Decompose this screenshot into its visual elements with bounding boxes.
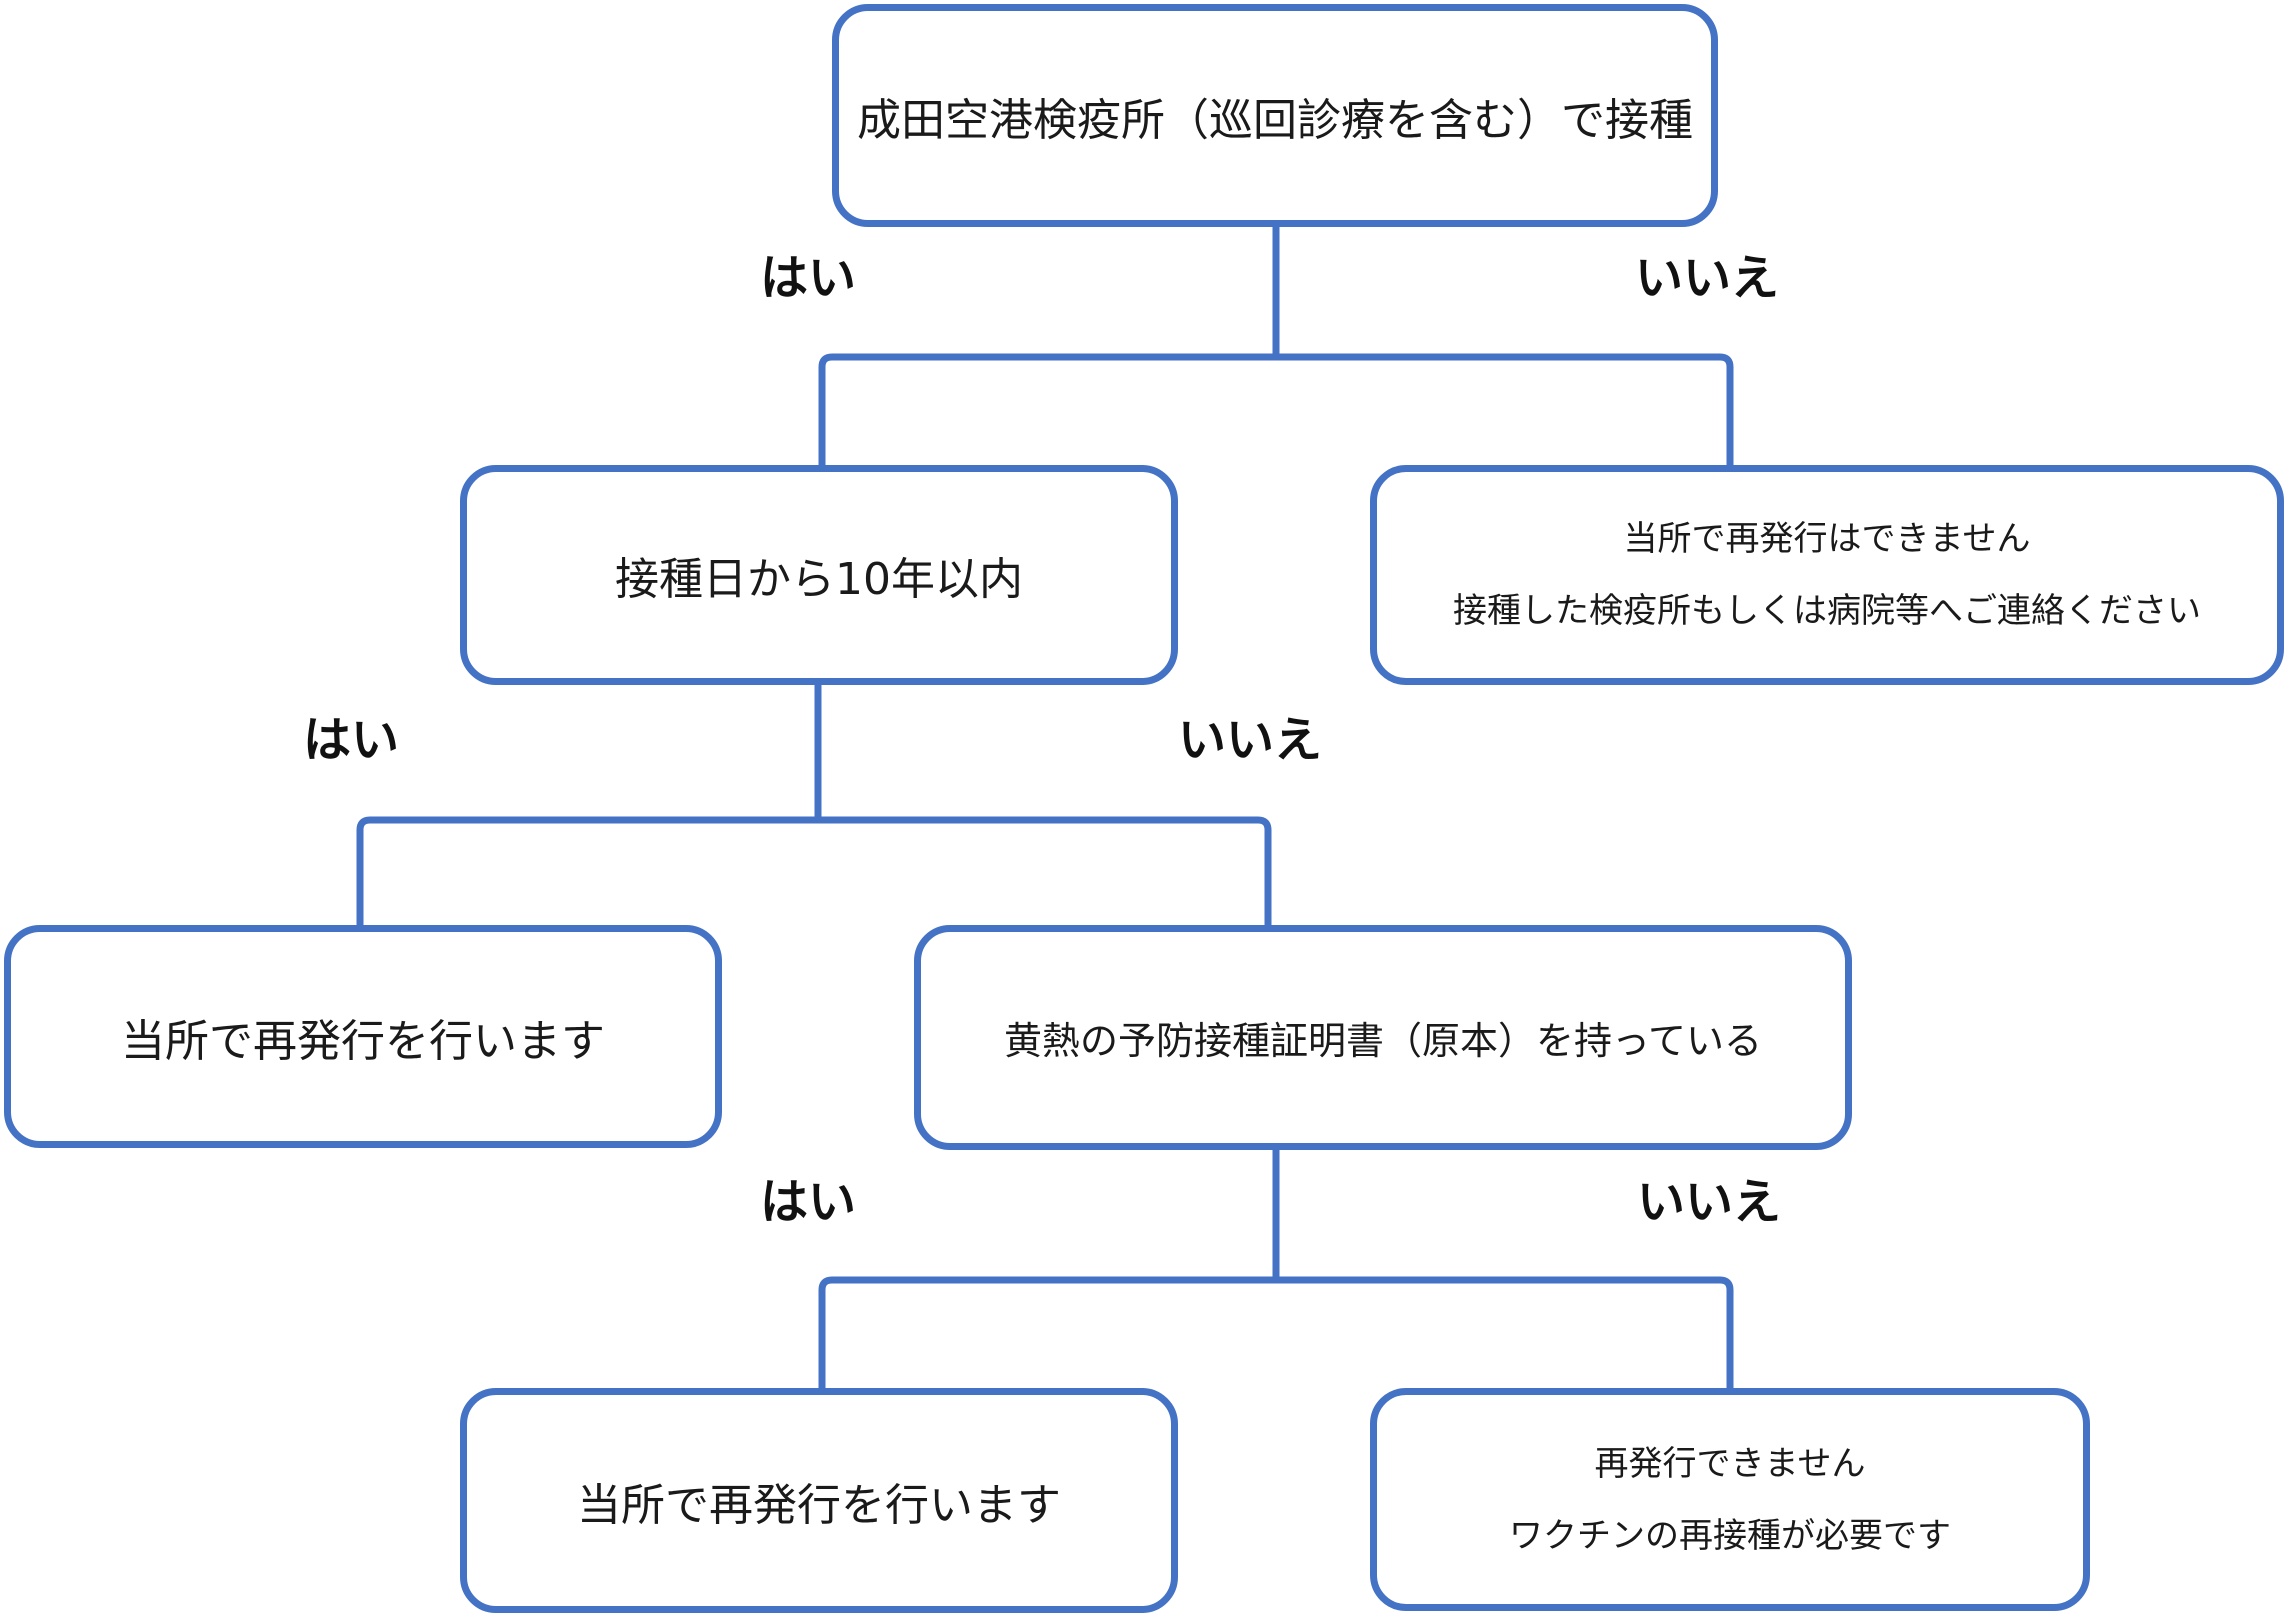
- node-result-no1-line2: 接種した検疫所もしくは病院等へご連絡ください: [1453, 591, 2201, 631]
- branch-label-q3-no: いいえ: [1637, 1174, 1782, 1230]
- node-result-no2-line1: 再発行できません: [1594, 1443, 1866, 1484]
- branch-label-q3-yes: はい: [760, 1174, 857, 1230]
- node-result-yes1-text: 当所で再発行を行います: [121, 1015, 605, 1067]
- connector-q3: [818, 1150, 1734, 1388]
- branch-label-q1-no: いいえ: [1635, 250, 1780, 306]
- connector-q2: [356, 685, 1272, 925]
- node-q3-text: 黄熱の予防接種証明書（原本）を持っている: [1003, 1019, 1763, 1063]
- node-q1-vaccinated-at-narita: 成田空港検疫所（巡回診療を含む）で接種: [832, 4, 1718, 227]
- branch-label-q2-yes: はい: [303, 712, 400, 768]
- connector-q1: [818, 227, 1734, 465]
- node-result-contact-original-clinic: 当所で再発行はできません 接種した検疫所もしくは病院等へご連絡ください: [1370, 465, 2284, 685]
- node-q2-text: 接種日から10年以内: [615, 554, 1023, 605]
- node-result-reissue-1: 当所で再発行を行います: [4, 925, 722, 1148]
- node-result-yes2-text: 当所で再発行を行います: [577, 1479, 1061, 1531]
- node-q1-text: 成田空港検疫所（巡回診療を含む）で接種: [857, 94, 1693, 146]
- node-q2-within-10-years: 接種日から10年以内: [460, 465, 1178, 685]
- node-result-no1-line1: 当所で再発行はできません: [1623, 519, 2031, 559]
- node-q3-has-original-certificate: 黄熱の予防接種証明書（原本）を持っている: [914, 925, 1852, 1150]
- node-result-reissue-2: 当所で再発行を行います: [460, 1388, 1178, 1613]
- node-result-revaccination-required: 再発行できません ワクチンの再接種が必要です: [1370, 1388, 2090, 1611]
- branch-label-q2-no: いいえ: [1178, 712, 1323, 768]
- node-result-no2-line2: ワクチンの再接種が必要です: [1509, 1515, 1951, 1556]
- branch-label-q1-yes: はい: [760, 250, 857, 306]
